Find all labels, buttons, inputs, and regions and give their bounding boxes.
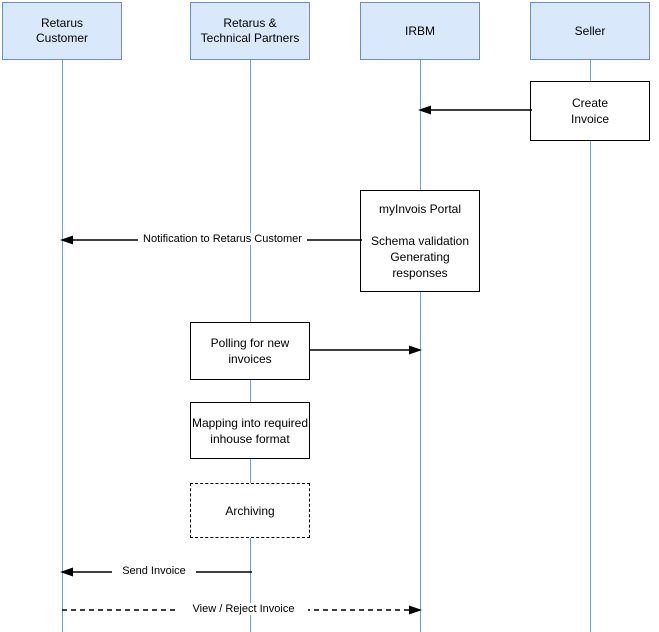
message-label-send-invoice: Send Invoice bbox=[112, 565, 196, 577]
actor-box-seller[interactable]: Seller bbox=[530, 2, 650, 60]
message-send-invoice[interactable]: Send Invoice bbox=[60, 565, 252, 578]
lifeline-seller bbox=[590, 60, 591, 632]
activity-box-polling-for-new-invoices[interactable]: Polling for new invoices bbox=[190, 322, 310, 380]
message-create-invoice-to-irbm[interactable] bbox=[418, 104, 532, 116]
activity-box-myinvois-portal[interactable]: myInvois Portal Schema validation Genera… bbox=[360, 190, 480, 292]
message-polling-to-irbm[interactable] bbox=[310, 344, 422, 356]
actor-box-irbm[interactable]: IRBM bbox=[360, 2, 480, 60]
lifeline-irbm bbox=[420, 60, 421, 632]
lifeline-retarus-customer bbox=[62, 60, 63, 632]
actor-box-retarus-technical-partners[interactable]: Retarus & Technical Partners bbox=[190, 2, 310, 60]
message-view-reject-invoice[interactable]: View / Reject Invoice bbox=[62, 603, 422, 616]
activity-box-archiving[interactable]: Archiving bbox=[190, 483, 310, 538]
activity-box-mapping-into-required-inhouse-format[interactable]: Mapping into required inhouse format bbox=[190, 402, 310, 459]
message-notification-to-retarus-customer[interactable]: Notification to Retarus Customer bbox=[60, 233, 362, 246]
actor-box-retarus-customer[interactable]: Retarus Customer bbox=[2, 2, 122, 60]
message-label-notification-to-retarus-customer: Notification to Retarus Customer bbox=[138, 233, 307, 245]
message-label-view-reject-invoice: View / Reject Invoice bbox=[179, 603, 308, 615]
activity-box-create-invoice[interactable]: Create Invoice bbox=[530, 81, 650, 141]
